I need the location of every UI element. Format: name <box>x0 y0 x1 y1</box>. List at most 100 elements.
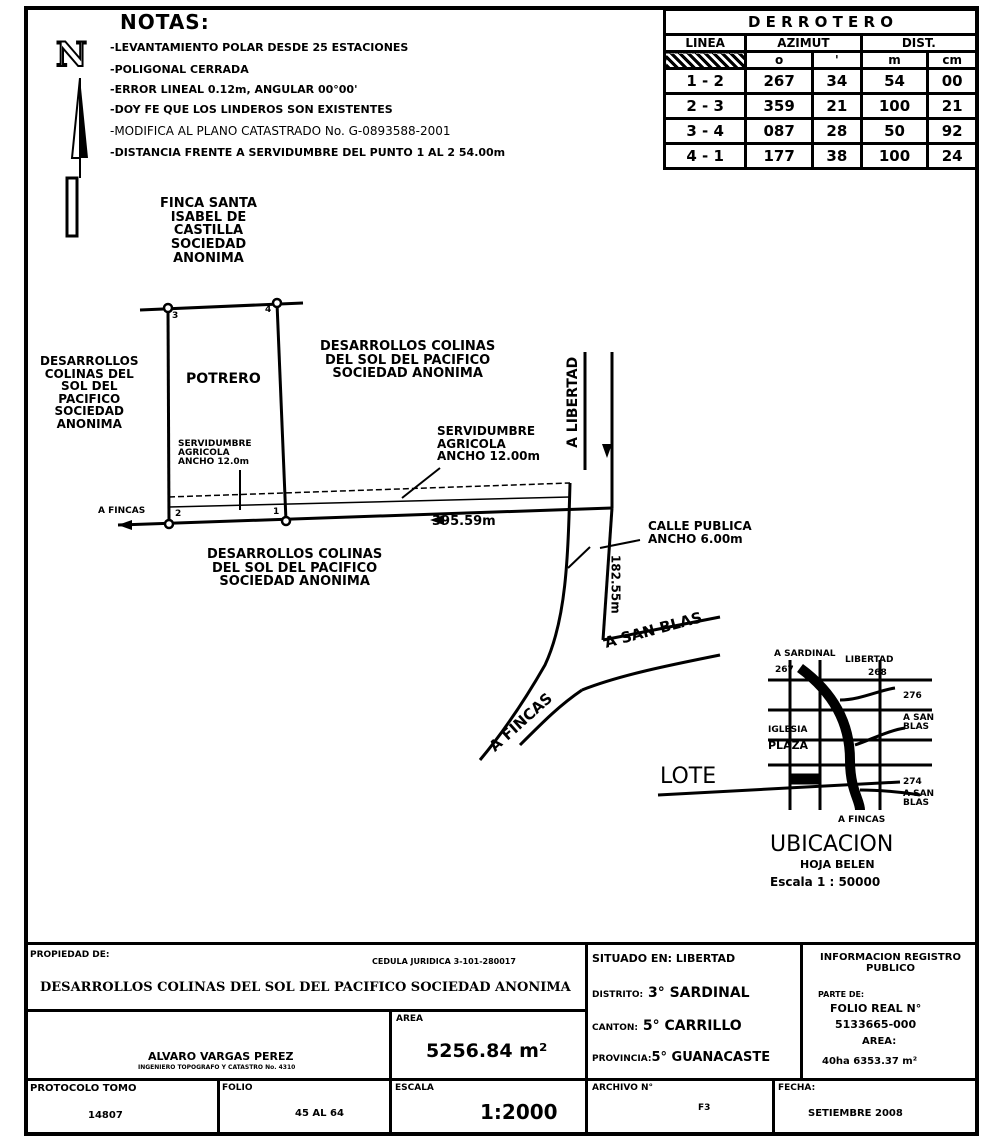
provincia: PROVINCIA:5° GUANACASTE <box>592 1050 771 1065</box>
note-item: -ERROR LINEAL 0.12m, ANGULAR 00°00' <box>110 83 358 96</box>
table-row: 4 - 1 177 38 100 24 <box>662 142 978 170</box>
note-item: -LEVANTAMIENTO POLAR DESDE 25 ESTACIONES <box>110 41 409 54</box>
table-row: 3 - 4 087 28 50 92 <box>662 117 978 145</box>
vertex-3 <box>162 302 174 314</box>
servitude-south-edge <box>117 506 613 527</box>
cell-deg: 359 <box>744 92 815 120</box>
vertex-label: 2 <box>175 509 182 519</box>
notes-title: NOTAS: <box>120 10 210 34</box>
vertex-label: 4 <box>265 305 272 315</box>
distrito: DISTRITO: 3° SARDINAL <box>592 985 750 1001</box>
cell-cm: 24 <box>926 142 978 170</box>
cell-min: 28 <box>811 117 863 145</box>
loc-268: 268 <box>868 668 887 678</box>
cell-linea: 2 - 3 <box>662 92 748 120</box>
cell-min: 38 <box>811 142 863 170</box>
road-east-edge-lower <box>601 507 614 641</box>
road-san-blas-north <box>602 615 721 642</box>
owner-name: DESARROLLOS COLINAS DEL SOL DEL PACIFICO… <box>40 980 571 995</box>
registro-area-label: AREA: <box>862 1036 897 1047</box>
cell-m: 100 <box>859 92 930 120</box>
archivo-value: F3 <box>698 1103 711 1113</box>
servitude-north-edge <box>168 496 571 508</box>
loc-hoja: HOJA BELEN <box>800 858 875 871</box>
serv-large-leader <box>401 467 441 499</box>
vertex-4 <box>271 297 283 309</box>
vertex-2 <box>163 518 175 530</box>
arrow-down-icon <box>602 444 612 458</box>
loc-iglesia: IGLESIA <box>768 725 808 735</box>
servitude-centerline <box>168 482 571 498</box>
loc-escala: Escala 1 : 50000 <box>770 875 881 889</box>
parte-label: PARTE DE: <box>818 990 865 999</box>
cell-min: 21 <box>811 92 863 120</box>
loc-lote: LOTE <box>660 764 717 789</box>
vertex-label: 1 <box>273 507 280 517</box>
vertex-label: 3 <box>172 311 179 321</box>
lot-boundary-east <box>275 302 288 522</box>
folio-label: FOLIO <box>222 1083 253 1093</box>
loc-title: UBICACION <box>770 832 894 857</box>
cell-m: 54 <box>859 67 930 95</box>
table-row: 1 - 2 267 34 54 00 <box>662 67 978 95</box>
fecha-label: FECHA: <box>778 1083 816 1093</box>
note-item: -DISTANCIA FRENTE A SERVIDUMBRE DEL PUNT… <box>110 146 506 159</box>
location-map <box>657 660 932 811</box>
arrow-left-icon <box>118 520 132 530</box>
loc-san-blas-2: A SAN BLAS <box>903 789 935 809</box>
road-san-blas-south <box>581 653 721 692</box>
table-row: 2 - 3 359 21 100 21 <box>662 92 978 120</box>
registro-area-value: 40ha 6353.37 m² <box>822 1056 918 1067</box>
cell-cm: 00 <box>926 67 978 95</box>
area-value: 5256.84 m² <box>426 1040 548 1062</box>
derrotero-title: D E R R O T E R O <box>663 8 978 36</box>
road-fincas-east <box>518 688 583 747</box>
folio-real: FOLIO REAL N° <box>830 1002 922 1015</box>
escala-value: 1:2000 <box>480 1100 558 1124</box>
subheader-min: ' <box>811 50 863 70</box>
cell-m: 50 <box>859 117 930 145</box>
subheader-cm: cm <box>926 50 978 70</box>
folio-real-value: 5133665-000 <box>835 1018 917 1031</box>
propiedad-label: PROPIEDAD DE: <box>30 950 110 960</box>
a-libertad-label: A LIBERTAD <box>565 356 582 448</box>
archivo-label: ARCHIVO N° <box>592 1083 654 1093</box>
subheader-deg: o <box>744 50 815 70</box>
note-item: -DOY FE QUE LOS LINDEROS SON EXISTENTES <box>110 103 393 116</box>
a-fincas-left-label: A FINCAS <box>98 506 146 516</box>
cell-deg: 267 <box>744 67 815 95</box>
cell-min: 34 <box>811 67 863 95</box>
cell-m: 100 <box>859 142 930 170</box>
cell-deg: 177 <box>744 142 815 170</box>
calle-leader <box>567 546 591 569</box>
north-arrow-icon <box>65 78 88 238</box>
loc-sardinal: A SARDINAL <box>774 649 836 659</box>
note-item: -POLIGONAL CERRADA <box>110 63 249 76</box>
surveyor-sub: INGENIERO TOPOGRAFO Y CATASTRO No. 4310 <box>138 1064 296 1071</box>
loc-fincas: A FINCAS <box>838 815 886 825</box>
loc-san-blas-1: A SAN BLAS <box>903 713 935 733</box>
surveyor-name: ALVARO VARGAS PEREZ <box>148 1050 294 1063</box>
lot-name: POTRERO <box>186 371 261 387</box>
road-west-edge <box>478 482 572 761</box>
arrow-left-icon <box>430 515 444 525</box>
situado: SITUADO EN: LIBERTAD <box>592 952 736 965</box>
loc-267: 267 <box>775 665 794 675</box>
folio-value: 45 AL 64 <box>295 1108 344 1119</box>
cell-cm: 21 <box>926 92 978 120</box>
loc-plaza: PLAZA <box>768 739 809 752</box>
escala-label: ESCALA <box>395 1083 434 1093</box>
loc-libertad: LIBERTAD <box>845 655 894 665</box>
registro-title: INFORMACION REGISTRO PUBLICO <box>820 952 961 974</box>
note-item: -MODIFICA AL PLANO CATASTRADO No. G-0893… <box>110 124 451 138</box>
cell-linea: 1 - 2 <box>662 67 748 95</box>
header-azimut: AZIMUT <box>744 33 863 53</box>
header-linea: LINEA <box>662 33 748 53</box>
